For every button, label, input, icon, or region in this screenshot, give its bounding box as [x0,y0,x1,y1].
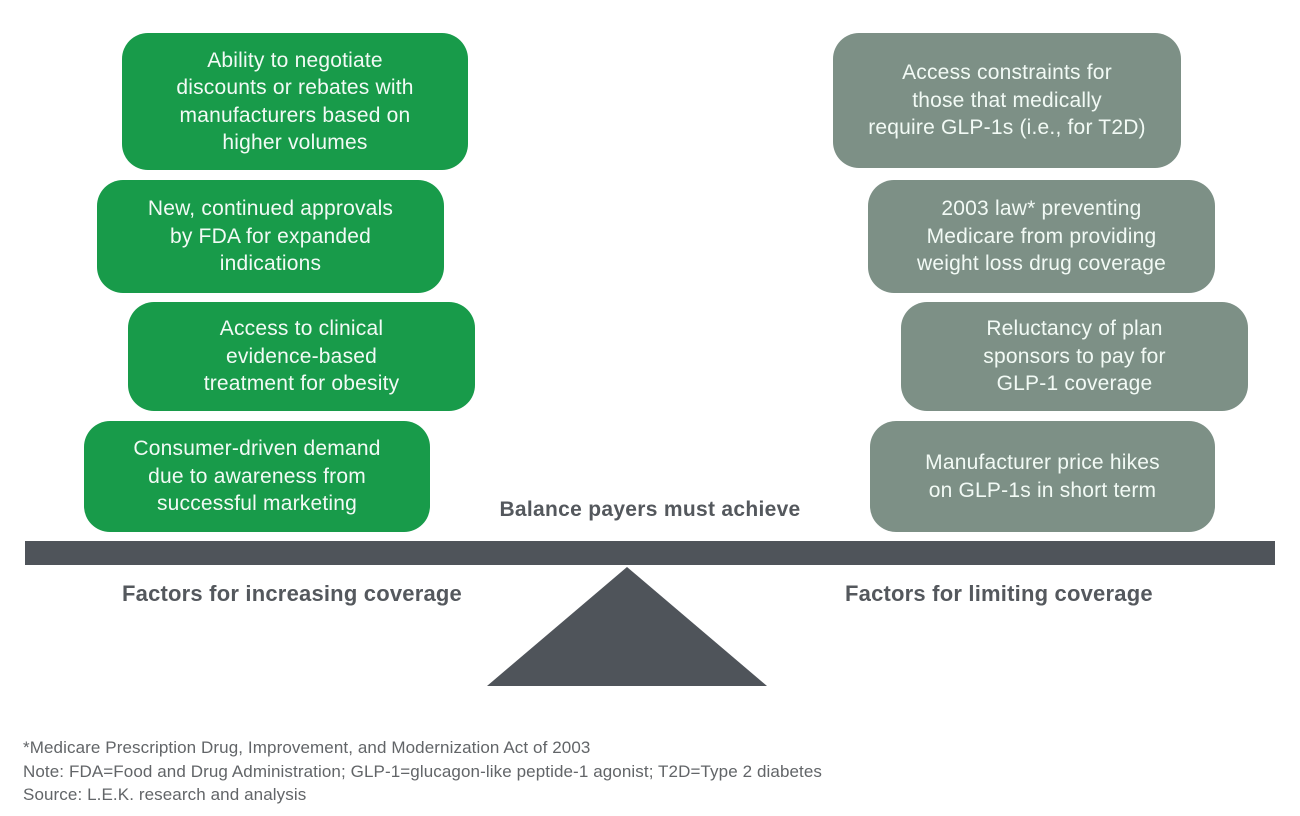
factor-box-limit-1: Access constraints for those that medica… [833,33,1181,168]
factor-box-increase-4: Consumer-driven demand due to awareness … [84,421,430,532]
footnote-asterisk: *Medicare Prescription Drug, Improvement… [23,738,591,757]
factor-box-limit-3: Reluctancy of plan sponsors to pay for G… [901,302,1248,411]
footnotes: *Medicare Prescription Drug, Improvement… [23,736,822,807]
fulcrum-triangle [487,567,767,686]
footnote-note: Note: FDA=Food and Drug Administration; … [23,761,823,781]
factor-box-increase-3: Access to clinical evidence-based treatm… [128,302,475,411]
balance-center-label: Balance payers must achieve [499,498,801,521]
factor-box-limit-4: Manufacturer price hikes on GLP-1s in sh… [870,421,1215,532]
factor-box-increase-2: New, continued approvals by FDA for expa… [97,180,444,293]
factor-box-increase-1: Ability to negotiate discounts or rebate… [122,33,468,170]
left-side-heading: Factors for increasing coverage [122,581,462,606]
footnote-source: Source: L.E.K. research and analysis [23,785,307,804]
balance-beam [25,541,1275,565]
right-side-heading: Factors for limiting coverage [845,581,1153,606]
factor-box-limit-2: 2003 law* preventing Medicare from provi… [868,180,1215,293]
